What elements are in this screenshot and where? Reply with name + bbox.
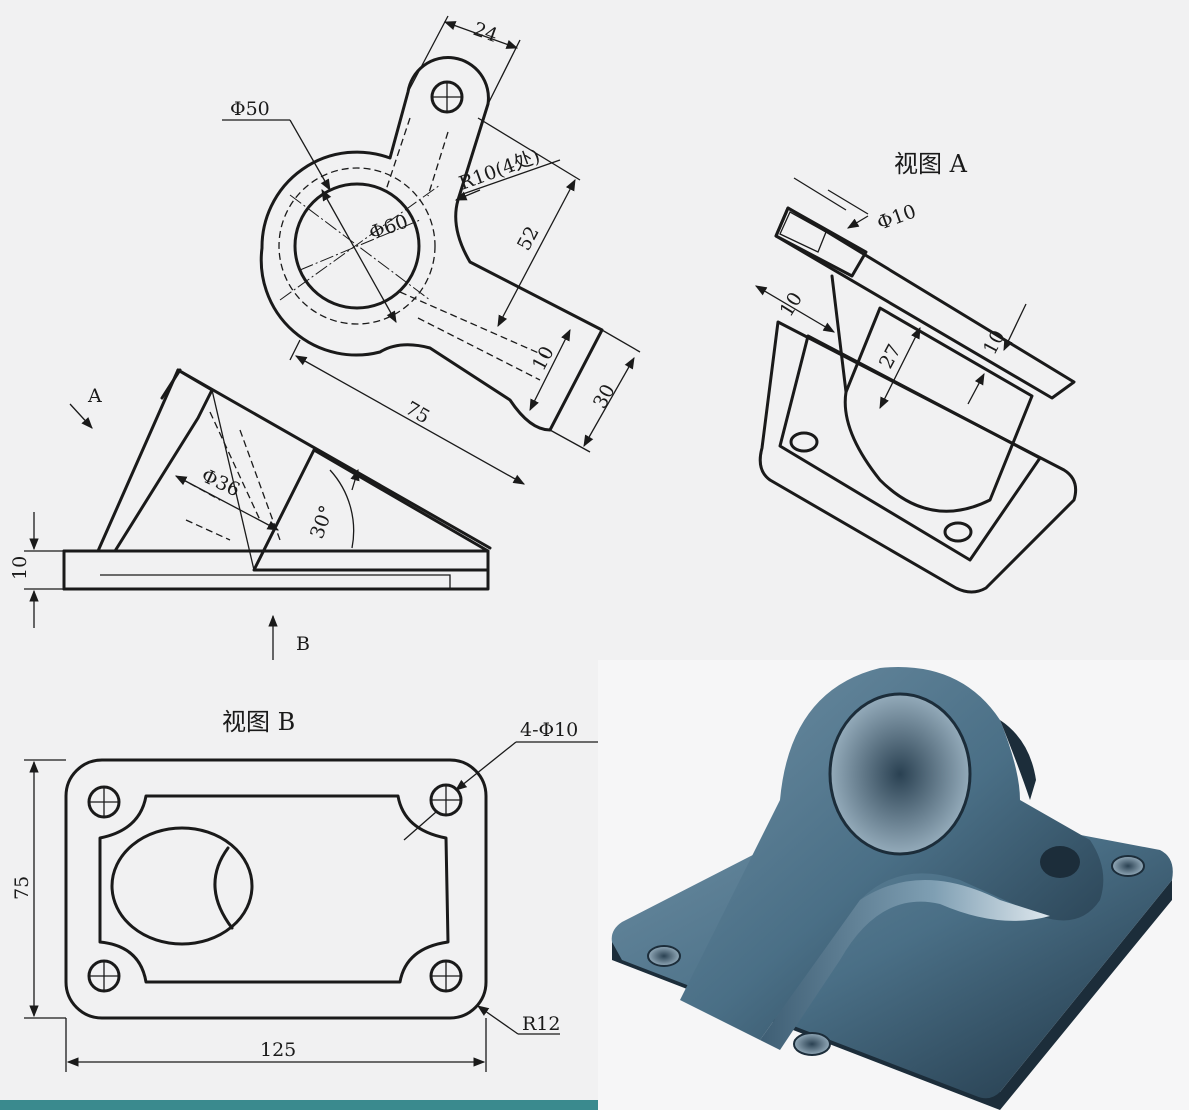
view-b-75-label: 75 — [11, 876, 33, 900]
view-b: 视图 B 4-Φ10 75 125 R12 — [11, 708, 598, 1072]
dim-30-label: 30 — [589, 381, 620, 413]
view-b-r12-label: R12 — [522, 1013, 560, 1035]
view-a-hole-2 — [943, 521, 973, 543]
dim-d50-label: Φ50 — [230, 98, 270, 120]
hidden-rib — [385, 117, 551, 381]
dim-52-label: 52 — [513, 223, 544, 255]
dim-24-label: 24 — [470, 18, 500, 47]
view-a-indicator: A — [87, 385, 102, 407]
view-a-10a-label: 10 — [776, 288, 807, 320]
body-outline — [62, 368, 492, 591]
view-a-base — [758, 320, 1078, 594]
dim-d36-label: Φ36 — [198, 465, 243, 502]
view-a: 视图 A Φ10 10 27 10 — [754, 150, 1078, 594]
dim-10b-label: 10 — [9, 556, 31, 580]
view-a-plate — [774, 206, 1076, 400]
view-a-hole-1 — [789, 431, 819, 453]
view-b-recess — [98, 794, 450, 984]
view-a-base-top — [778, 334, 1042, 562]
main-view-arm: 24 Φ50 R10(4处) Φ60 52 10 30 75 — [222, 15, 641, 485]
view-b-title: 视图 B — [222, 708, 295, 736]
view-b-holes — [87, 783, 463, 993]
view-a-cutout — [843, 306, 1034, 513]
bottom-recess — [100, 574, 451, 589]
view-a-title: 视图 A — [894, 150, 968, 178]
view-b-holes-label: 4-Φ10 — [520, 719, 578, 741]
dim-d60-label: Φ60 — [366, 210, 411, 244]
view-b-bore — [110, 826, 254, 946]
hidden-circle — [278, 167, 436, 325]
view-a-d10-label: Φ10 — [874, 200, 919, 234]
dim-30deg-label: 30° — [306, 503, 338, 542]
view-b-indicator: B — [296, 633, 310, 655]
isometric-model — [598, 660, 1189, 1110]
left-web — [96, 368, 214, 553]
view-a-lug-section — [779, 211, 827, 253]
view-a-lug — [774, 206, 868, 278]
dim-75-label: 75 — [402, 397, 434, 428]
view-b-outline — [64, 758, 488, 1020]
view-a-27-label: 27 — [875, 341, 906, 373]
dim-10a-label: 10 — [528, 343, 559, 375]
dim-r10-label: R10(4处) — [456, 145, 543, 195]
view-a-10b-label: 10 — [979, 327, 1010, 359]
arm-outline — [259, 56, 604, 432]
view-b-125-label: 125 — [260, 1039, 296, 1061]
